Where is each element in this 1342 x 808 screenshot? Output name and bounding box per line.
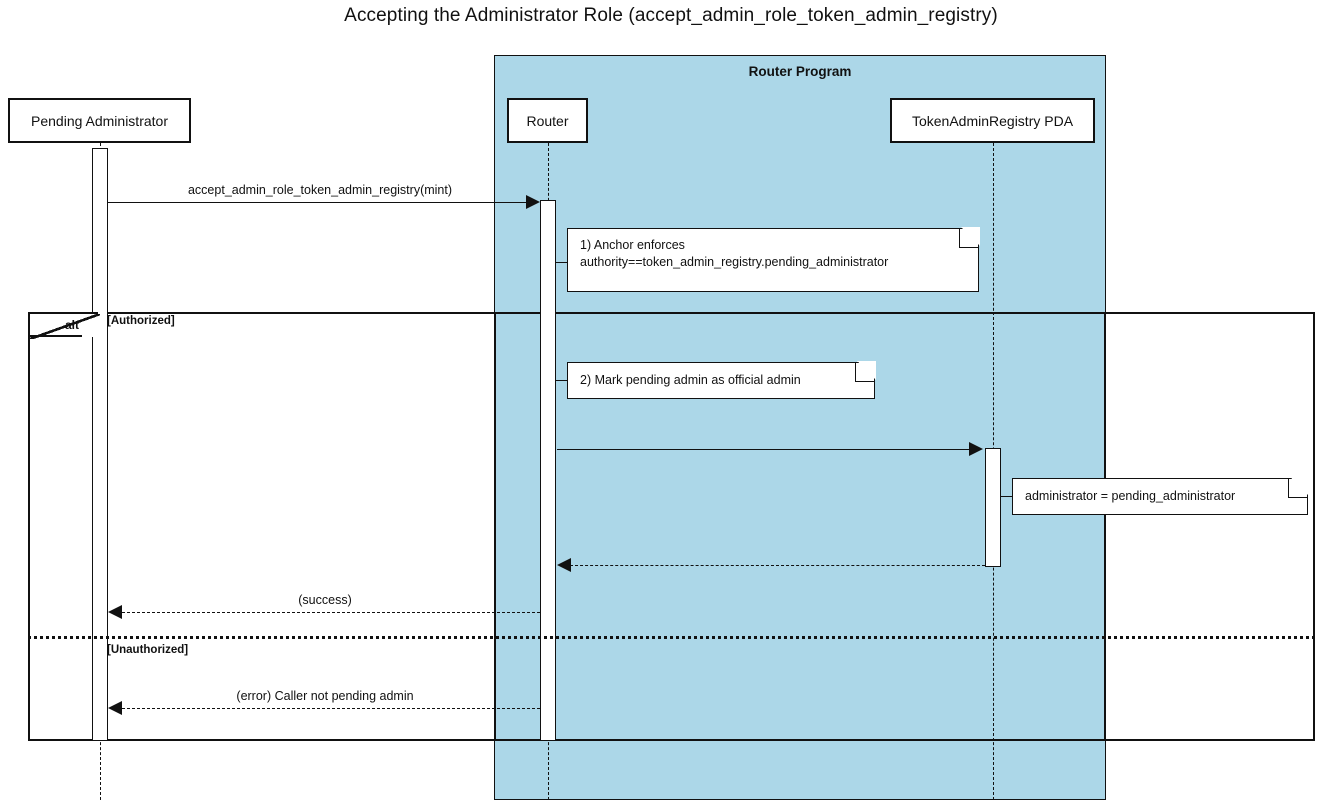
participant-token-admin-registry-pda[interactable]: TokenAdminRegistry PDA [890,98,1095,143]
message-line-pda-return [570,565,985,566]
note-connector-2 [556,380,568,381]
program-group-left-edge-inside-alt [494,312,496,741]
note-anchor-enforces: 1) Anchor enforces authority==token_admi… [567,227,980,292]
message-arrowhead-router-to-pda [969,442,983,456]
note-fold-lines-1 [959,229,978,248]
program-group-right-edge-inside-alt [1104,312,1106,741]
note-fold-lines-3 [1288,479,1307,498]
activation-bar-router-overlay [540,200,556,741]
note-fold-corner-icon-3 [1290,477,1309,496]
message-line-success [122,612,540,613]
message-arrowhead-success [108,605,122,619]
note-1-line-1: 1) Anchor enforces [580,238,685,252]
alt-fragment-tab [28,312,100,339]
alt-fragment-operator: alt [64,318,79,332]
message-label-success: (success) [298,593,352,607]
message-line-router-to-pda [557,449,971,450]
participant-label-pending-administrator: Pending Administrator [31,112,168,129]
note-connector-3 [1001,496,1013,497]
participant-label-token-admin-registry-pda: TokenAdminRegistry PDA [911,112,1074,129]
alt-fragment-tab-underline [28,335,82,337]
participant-pending-administrator[interactable]: Pending Administrator [8,98,191,143]
note-2-line-1: 2) Mark pending admin as official admin [580,373,801,387]
message-arrowhead-accept-admin-role [526,195,540,209]
note-fold-lines-2 [855,363,874,382]
diagram-title: Accepting the Administrator Role (accept… [344,5,998,26]
program-group-label: Router Program [748,64,852,79]
note-connector-1 [556,262,568,263]
note-fold-corner-icon [961,227,980,246]
activation-bar-admin-overlay [92,148,108,741]
alt-fragment-divider [28,636,1315,639]
note-mark-pending-admin: 2) Mark pending admin as official admin [567,361,876,399]
alt-guard-authorized: [Authorized] [107,315,175,327]
alt-guard-unauthorized: [Unauthorized] [107,644,189,656]
note-fold-corner-icon-2 [857,361,876,380]
participant-router[interactable]: Router [507,98,588,143]
message-line-error [122,708,540,709]
activation-bar-pda-overlay [985,448,1001,567]
message-arrowhead-pda-return [557,558,571,572]
note-administrator-assignment: administrator = pending_administrator [1012,477,1309,515]
message-arrowhead-error [108,701,122,715]
note-1-line-2: authority==token_admin_registry.pending_… [580,254,889,269]
participant-label-router: Router [526,112,569,129]
note-3-line-1: administrator = pending_administrator [1025,489,1236,503]
message-label-error: (error) Caller not pending admin [236,689,414,703]
message-label-accept-admin-role: accept_admin_role_token_admin_registry(m… [187,183,453,197]
message-line-accept-admin-role [108,202,530,203]
